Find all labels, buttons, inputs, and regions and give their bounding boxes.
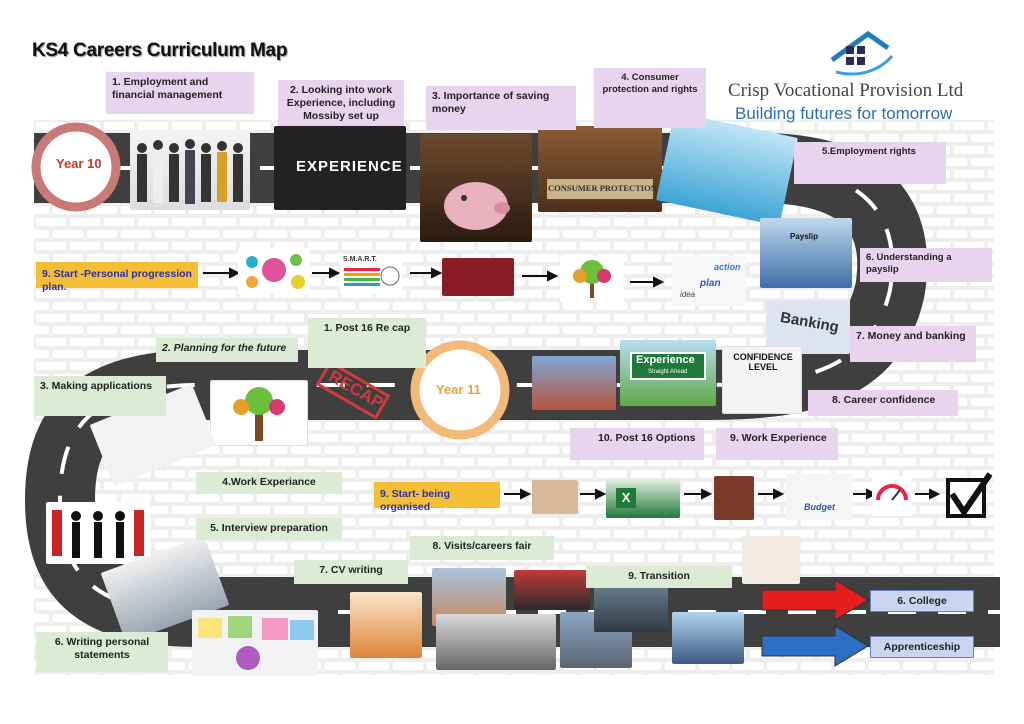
y10-topic-10: 10. Post 16 Options xyxy=(570,428,704,460)
checkbox-tick-icon xyxy=(946,472,993,518)
y11-topic-9: 9. Transition xyxy=(586,566,732,588)
start-row-arrows xyxy=(203,267,941,500)
y11-start-label: 9. Start- being organised xyxy=(374,482,500,513)
y10-start-label: 9. Start -Personal progression plan. xyxy=(36,262,198,293)
smart-text: S.M.A.R.T. xyxy=(343,256,377,263)
experience-sign-text: Experience xyxy=(636,354,695,366)
confidence-level-text: CONFIDENCE LEVEL xyxy=(733,352,793,372)
brand-tagline: Building futures for tomorrow xyxy=(735,104,953,123)
y10-topic-1: 1. Employment and financial management xyxy=(106,72,254,114)
y11-topic-7: 7. CV writing xyxy=(294,560,408,584)
budget-text: Budget xyxy=(804,502,835,512)
y11-topic-3: 3. Making applications xyxy=(34,376,166,416)
time-management-image xyxy=(872,476,912,516)
consumer-protection-text: CONSUMER PROTECTION xyxy=(548,183,657,193)
plan-text: plan xyxy=(700,278,721,289)
careers-fair-image xyxy=(436,614,556,670)
apprenticeship-arrow xyxy=(761,625,869,667)
payslip-image-text: Payslip xyxy=(790,232,819,241)
house-logo-icon xyxy=(830,30,894,76)
experience-road-sign-image: Experience Straight Ahead xyxy=(620,340,716,406)
year11-circle xyxy=(410,340,510,440)
y10-topic-9: 9. Work Experience xyxy=(716,428,838,460)
life-skills-image xyxy=(238,248,310,294)
graduation-caps-image xyxy=(672,612,744,664)
banking-sign-image: Banking xyxy=(766,300,850,354)
excel-icon: X xyxy=(616,488,636,508)
budget-image: Budget xyxy=(786,474,852,520)
business-man-image xyxy=(594,584,668,632)
destination-apprenticeship: Apprenticeship xyxy=(870,636,974,658)
college-arrow xyxy=(761,579,869,621)
y11-topic-2: 2. Planning for the future xyxy=(156,338,298,362)
y10-topic-2: 2. Looking into work Experience, includi… xyxy=(278,80,404,126)
y10-topic-7: 7. Money and banking xyxy=(850,326,976,362)
y10-topic-8: 8. Career confidence xyxy=(808,390,958,416)
y10-topic-5: 5.Employment rights xyxy=(794,142,946,184)
y11-topic-5: 5. Interview preparation xyxy=(196,518,342,540)
action-text: action xyxy=(714,262,741,272)
college-building-image xyxy=(532,356,616,410)
page-title: KS4 Careers Curriculum Map xyxy=(32,40,288,61)
payslip-image: Payslip xyxy=(760,218,852,288)
piggy-bank-image xyxy=(420,134,532,242)
interview-silhouettes-image xyxy=(46,502,150,564)
y11-topic-4: 4.Work Experiance xyxy=(196,472,342,494)
year10-label: Year 10 xyxy=(56,156,102,171)
smart-goals-image: S.M.A.R.T. xyxy=(340,254,402,294)
consumer-protection-image: CONSUMER PROTECTION xyxy=(538,126,662,212)
goals-ideas-plan-image xyxy=(210,380,308,446)
road-lines xyxy=(57,166,1000,614)
confidence-level-image: CONFIDENCE LEVEL xyxy=(722,346,802,414)
excel-spreadsheet-image: X xyxy=(606,478,680,518)
all-about-me-image xyxy=(192,610,318,676)
destination-college: 6. College xyxy=(870,590,974,612)
goals-tree-image xyxy=(560,256,624,302)
year11-label: Year 11 xyxy=(436,382,481,397)
y10-topic-3: 3. Importance of saving money xyxy=(426,86,576,130)
experience-chalkboard-image: EXPERIENCE xyxy=(274,126,406,210)
idea-text: idea xyxy=(680,290,696,299)
cv-writing-image xyxy=(350,592,422,658)
y10-topic-4: 4. Consumer protection and rights xyxy=(594,68,706,128)
handshake-image xyxy=(742,536,800,584)
banking-sign-text: Banking xyxy=(778,308,841,337)
y11-topic-6: 6. Writing personal statements xyxy=(36,632,168,672)
action-plan-image: action plan idea xyxy=(672,256,746,306)
y11-topic-8: 8. Visits/careers fair xyxy=(410,536,554,560)
experience-image-text: EXPERIENCE xyxy=(296,158,403,175)
y11-topic-1: 1. Post 16 Re cap xyxy=(308,318,426,368)
calculator-image xyxy=(714,476,754,520)
year10-circle xyxy=(31,122,121,212)
workshop-image xyxy=(514,570,590,610)
brand-name: Crisp Vocational Provision Ltd xyxy=(728,80,964,101)
employees-group-image xyxy=(130,130,250,210)
market-research-image xyxy=(442,258,514,296)
straight-ahead-text: Straight Ahead xyxy=(648,369,688,375)
notebook-image xyxy=(532,480,578,514)
y10-topic-6: 6. Understanding a payslip xyxy=(860,248,992,282)
